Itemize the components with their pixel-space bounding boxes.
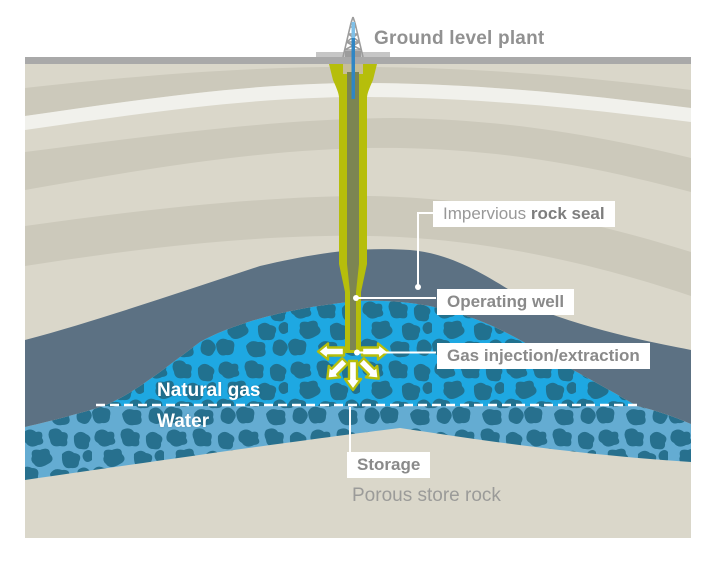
natural-gas-zone-label: Natural gas bbox=[157, 380, 261, 401]
well-pipe bbox=[345, 22, 361, 99]
ground-level-plant-label: Ground level plant bbox=[374, 28, 545, 49]
operating-well-callout: Operating well bbox=[437, 289, 575, 315]
operating-well-casing bbox=[329, 64, 377, 353]
well-inner-core bbox=[347, 72, 359, 350]
white-stratum-stripe bbox=[25, 82, 691, 130]
porous-store-rock-label: Porous store rock bbox=[352, 485, 501, 506]
water-zone bbox=[25, 406, 691, 480]
ground-surface-bar bbox=[25, 57, 691, 64]
callout-connectors bbox=[349, 212, 436, 452]
storage-callout: Storage bbox=[347, 452, 431, 478]
rock-seal-bold-text: rock seal bbox=[530, 204, 605, 223]
water-zone-label: Water bbox=[157, 411, 210, 432]
impervious-prefix-text: Impervious bbox=[443, 204, 531, 223]
impervious-rock-seal-callout: Impervious rock seal bbox=[433, 201, 615, 227]
impervious-connector bbox=[417, 212, 433, 286]
gas-injection-extraction-callout: Gas injection/extraction bbox=[437, 343, 650, 369]
impervious-seal-dome bbox=[25, 249, 691, 427]
gas-flow-arrows-icon bbox=[316, 342, 390, 392]
